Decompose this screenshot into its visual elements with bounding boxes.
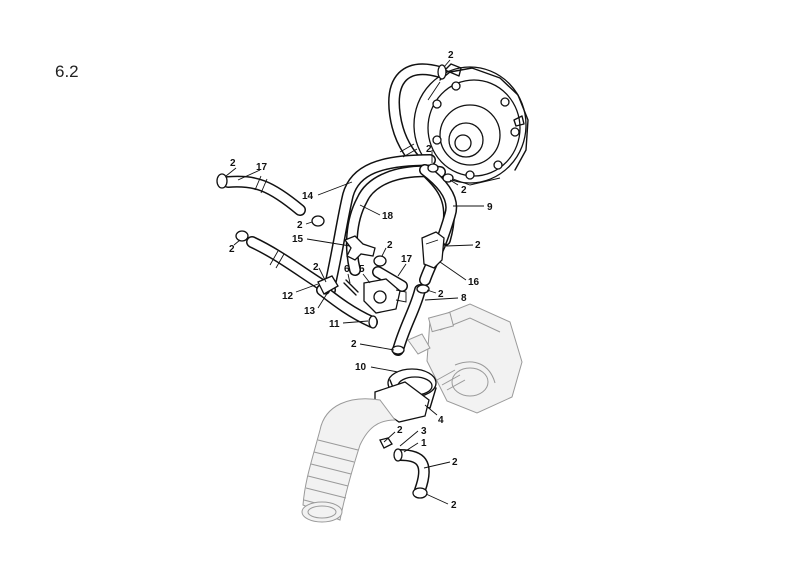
callout-aa: 2 <box>397 425 403 436</box>
callout-u: 8 <box>461 293 467 304</box>
callout-i: 2 <box>297 220 303 231</box>
callout-z: 4 <box>438 415 444 426</box>
hose-17-short <box>372 266 408 292</box>
callout-y: 10 <box>355 362 367 373</box>
callout-h: 9 <box>487 202 493 213</box>
section-number: 6.2 <box>55 62 79 81</box>
reducer-assembly <box>413 63 529 186</box>
sensor-16 <box>421 231 445 269</box>
callout-a: 2 <box>448 50 454 61</box>
callout-l: 2 <box>387 240 393 251</box>
leader-lines <box>225 59 484 505</box>
callout-m: 2 <box>475 240 481 251</box>
callout-c: 2 <box>461 185 467 196</box>
callout-b: 2 <box>426 144 432 155</box>
callout-q: 17 <box>401 254 413 265</box>
callout-j: 15 <box>292 234 304 245</box>
hose-14 <box>324 154 436 291</box>
hose-17-upper <box>222 175 306 216</box>
callout-labels: 2 2 2 2 17 14 18 9 2 15 2 2 2 2 6 5 17 1… <box>229 50 493 511</box>
callout-k: 2 <box>229 244 235 255</box>
callout-f: 14 <box>302 191 314 202</box>
valve-5 <box>363 278 407 314</box>
callout-e: 17 <box>256 162 268 173</box>
nipple-3 <box>379 437 393 449</box>
callout-r: 16 <box>468 277 480 288</box>
hose-break-mark <box>399 143 418 158</box>
hose-8 <box>392 284 426 356</box>
callout-ae: 2 <box>451 500 457 511</box>
bolt-6 <box>343 279 359 296</box>
callout-p: 5 <box>359 264 365 275</box>
callout-w: 11 <box>329 319 340 330</box>
callout-x: 2 <box>351 339 357 350</box>
callout-ab: 3 <box>421 426 427 437</box>
throttle-body <box>407 303 523 414</box>
callout-t: 2 <box>438 289 444 300</box>
callout-ac: 1 <box>421 438 427 449</box>
y-fitting-15 <box>343 235 376 261</box>
callout-n: 2 <box>313 262 319 273</box>
hose-1 <box>394 449 430 496</box>
callout-s: 12 <box>282 291 294 302</box>
callout-ad: 2 <box>452 457 458 468</box>
callout-d: 2 <box>230 158 236 169</box>
callout-g: 18 <box>382 211 394 222</box>
t-fitting-13 <box>317 275 339 295</box>
callout-o: 6 <box>344 264 350 275</box>
air-intake-bellows <box>301 398 396 523</box>
callout-v: 13 <box>304 306 316 317</box>
